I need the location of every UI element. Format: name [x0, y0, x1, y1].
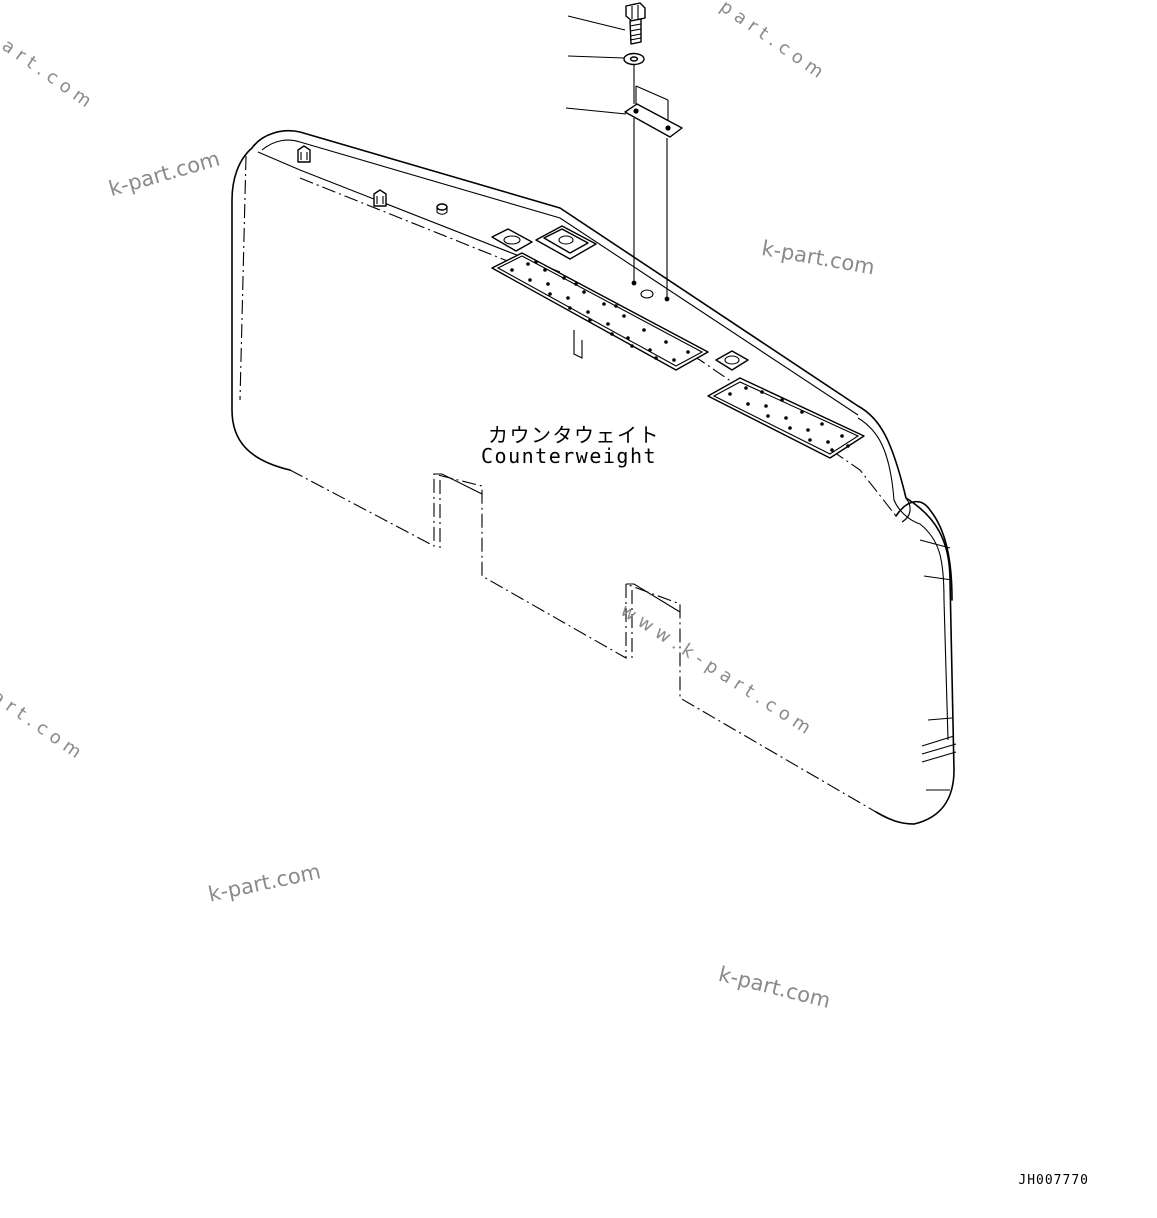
part-name-jp: カウンタウェイト	[488, 423, 660, 447]
lifting-eye-icon-2	[373, 189, 387, 207]
mount-block-icon	[535, 225, 597, 260]
callout-leaders	[565, 15, 627, 115]
cover-pad-icon	[491, 228, 533, 252]
lifting-eye-icon	[297, 145, 311, 163]
anti-slip-plate	[491, 252, 709, 371]
part-name-en: Counterweight	[481, 444, 658, 468]
drawing-id: JH007770	[1018, 1173, 1089, 1188]
counterweight-body	[231, 130, 957, 825]
alignment-lines	[633, 64, 668, 298]
washer-icon	[623, 52, 645, 66]
cover-pad-icon-2	[715, 350, 749, 371]
anti-slip-plate-2	[707, 377, 865, 459]
notch-icon	[573, 330, 583, 359]
plate-icon	[624, 85, 683, 138]
bolt-icon	[625, 2, 646, 45]
plug-icon	[436, 203, 448, 215]
mounting-holes	[631, 280, 670, 302]
